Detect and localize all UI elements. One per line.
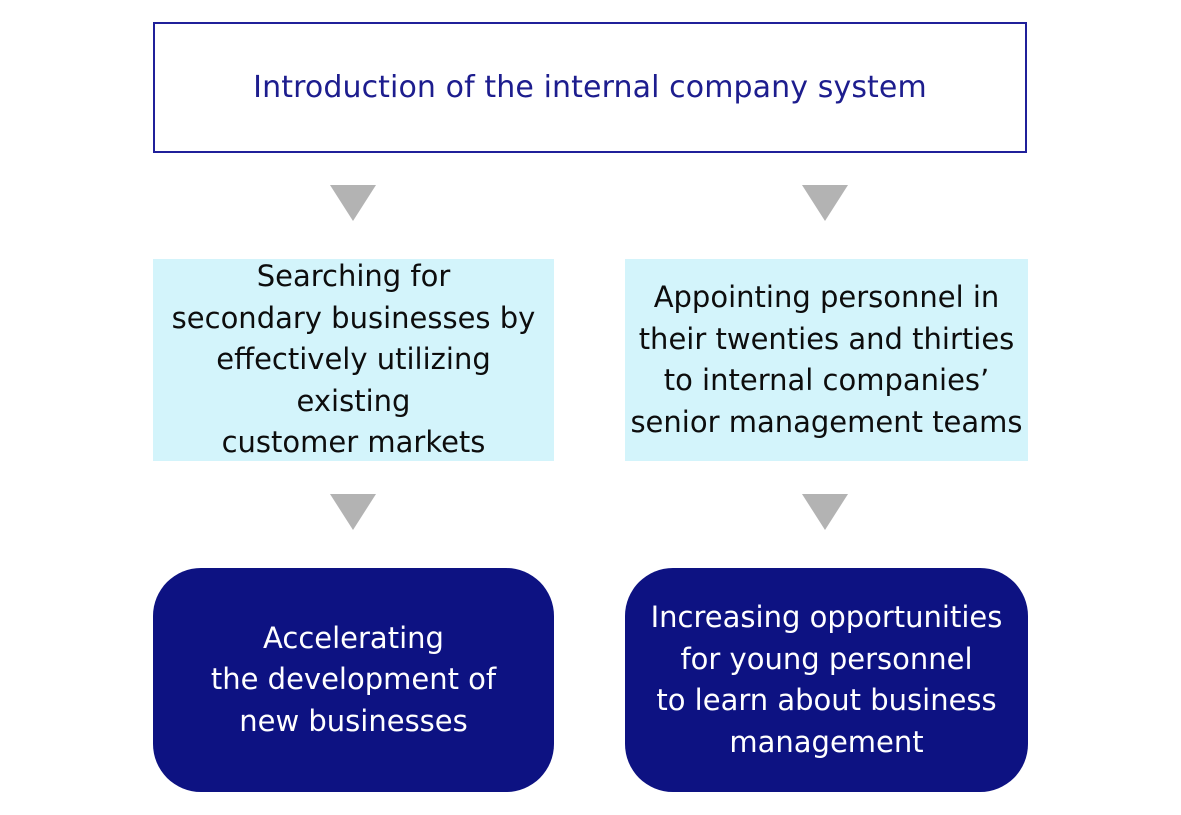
initiative-box-left-label: Searching for secondary businesses by ef… (171, 259, 536, 460)
initiative-box-left: Searching for secondary businesses by ef… (153, 259, 554, 461)
header-box-label: Introduction of the internal company sys… (253, 69, 927, 105)
triangle-down-icon-header-to-right-initiative (802, 185, 848, 221)
triangle-down-icon-header-to-left-initiative (330, 185, 376, 221)
outcome-box-right-label: Increasing opportunities for young perso… (650, 600, 1003, 759)
initiative-box-right-label: Appointing personnel in their twenties a… (630, 280, 1023, 439)
triangle-down-icon-right-initiative-to-right-outcome (802, 494, 848, 530)
initiative-box-right: Appointing personnel in their twenties a… (625, 259, 1028, 461)
outcome-box-right: Increasing opportunities for young perso… (625, 568, 1028, 792)
header-box: Introduction of the internal company sys… (153, 22, 1027, 153)
triangle-down-icon-left-initiative-to-left-outcome (330, 494, 376, 530)
outcome-box-left-label: Accelerating the development of new busi… (210, 620, 497, 738)
outcome-box-left: Accelerating the development of new busi… (153, 568, 554, 792)
